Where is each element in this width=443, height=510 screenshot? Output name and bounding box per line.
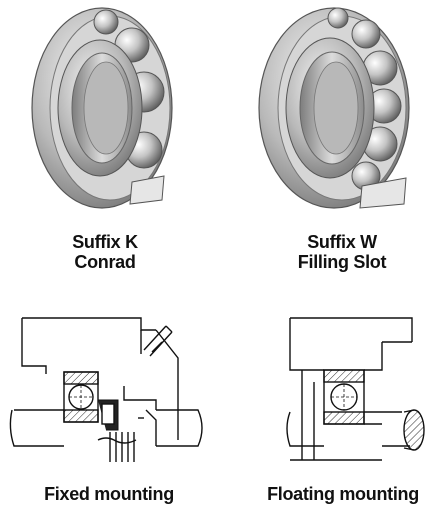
- caption-suffix-w-line2: Filling Slot: [297, 252, 387, 272]
- caption-suffix-k-line2: Conrad: [74, 252, 136, 272]
- caption-suffix-k-line1: Suffix K: [72, 232, 138, 252]
- caption-fixed-mounting: Fixed mounting: [24, 484, 194, 504]
- caption-suffix-w: Suffix W Filling Slot: [272, 232, 412, 272]
- caption-fixed-mounting-text: Fixed mounting: [44, 484, 174, 504]
- caption-suffix-k: Suffix K Conrad: [50, 232, 160, 272]
- fixed-mounting-drawing: [6, 300, 211, 470]
- caption-floating-mounting-text: Floating mounting: [267, 484, 419, 504]
- caption-suffix-w-line1: Suffix W: [307, 232, 377, 252]
- caption-floating-mounting: Floating mounting: [248, 484, 438, 504]
- filling-slot-bearing-image: [238, 0, 433, 215]
- conrad-bearing-image: [14, 0, 194, 215]
- floating-mounting-drawing: [232, 300, 437, 470]
